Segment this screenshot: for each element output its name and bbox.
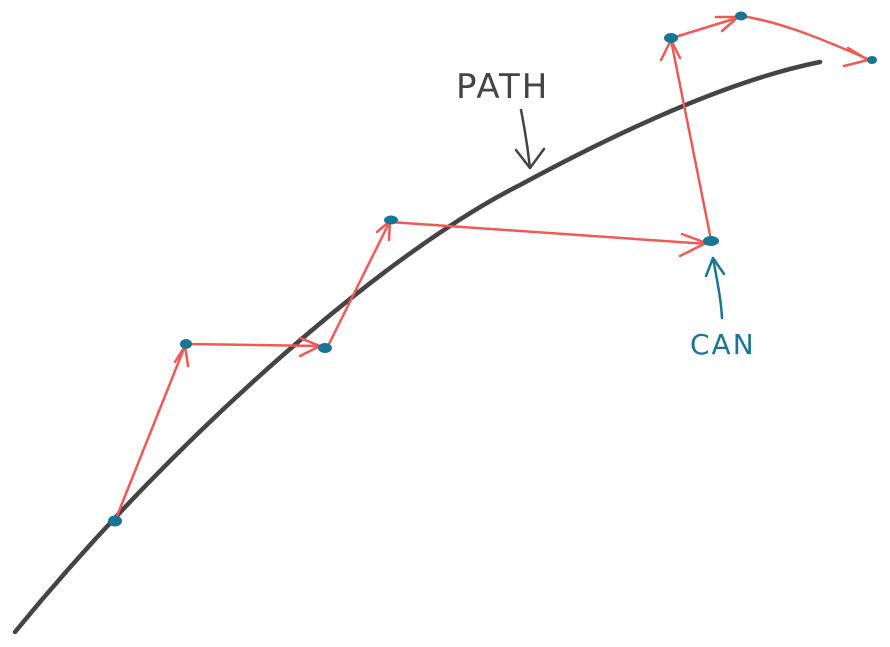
can-label: CAN	[690, 328, 756, 361]
step-arrow	[388, 220, 710, 246]
can-marker-icon	[703, 236, 719, 246]
can-markers	[108, 11, 877, 527]
step-arrow	[669, 38, 713, 242]
step-arrow	[325, 219, 392, 350]
step-arrow-head	[659, 38, 682, 62]
step-arrow	[740, 14, 872, 62]
can-marker-icon	[318, 343, 332, 353]
can-marker-icon	[180, 339, 192, 349]
can-marker-icon	[384, 215, 398, 225]
path-label: PATH	[456, 67, 549, 107]
step-arrow-head	[678, 232, 708, 258]
arrow-up-icon	[704, 256, 726, 320]
can-marker-icon	[867, 56, 877, 64]
arrow-down-icon	[514, 108, 546, 170]
can-marker-icon	[664, 33, 678, 43]
can-marker-icon	[735, 11, 747, 21]
can-marker-icon	[108, 515, 122, 527]
step-arrow	[185, 342, 324, 348]
path-curve	[12, 59, 823, 635]
step-arrow	[670, 15, 742, 40]
step-arrow	[113, 344, 187, 523]
